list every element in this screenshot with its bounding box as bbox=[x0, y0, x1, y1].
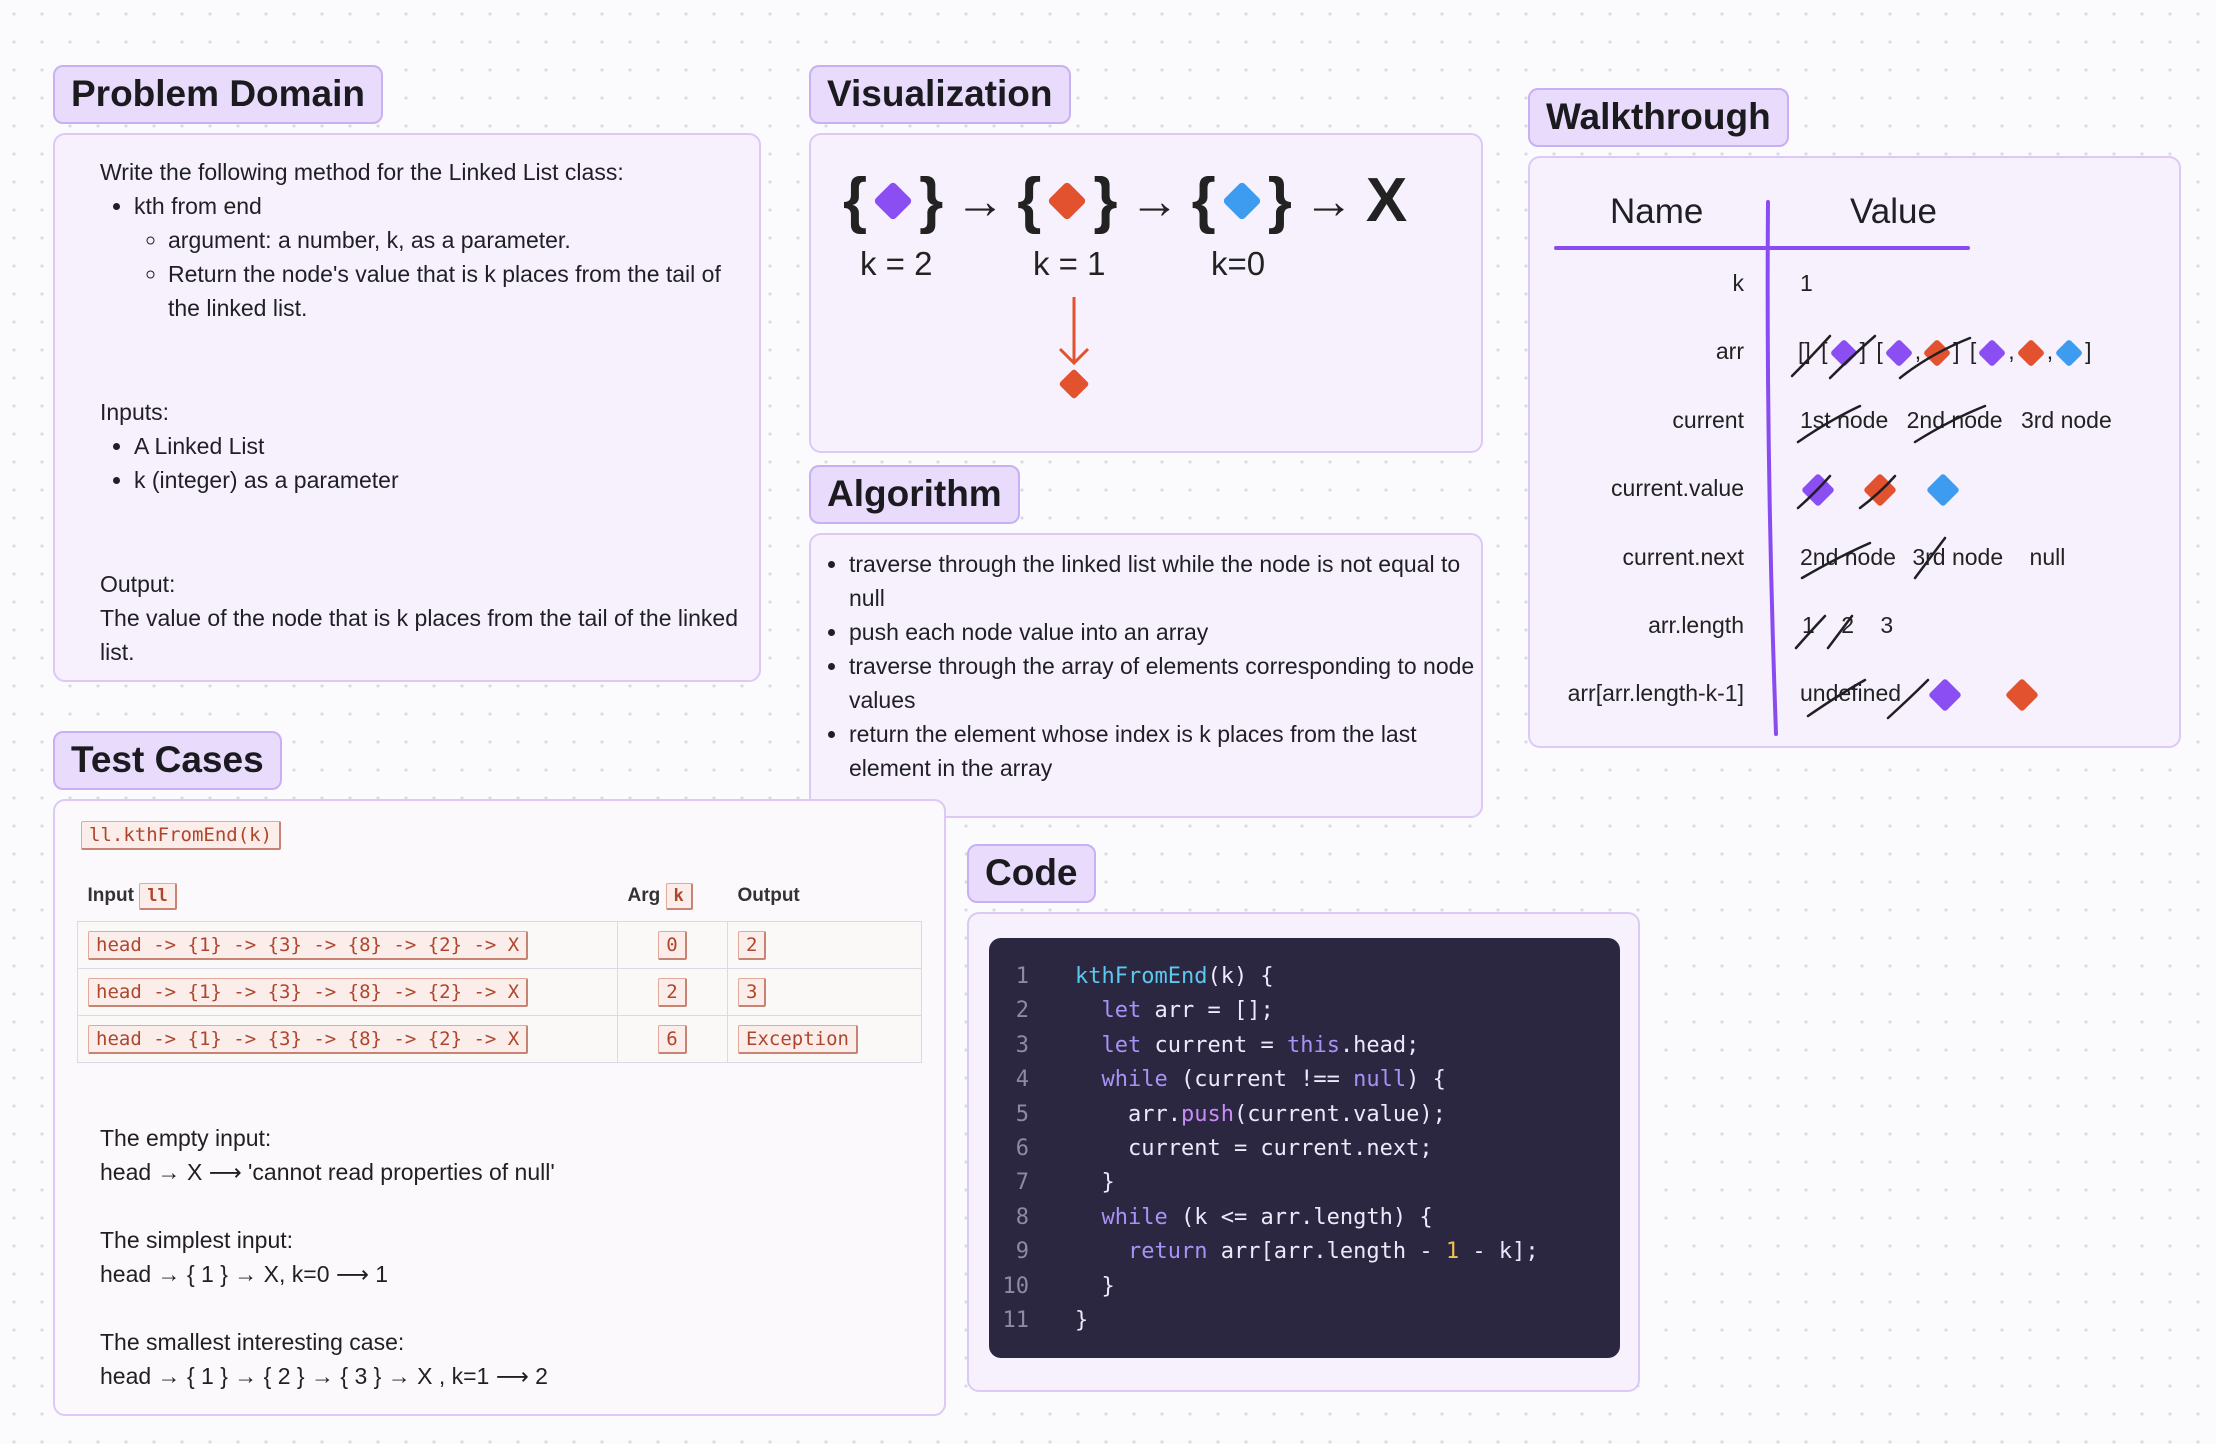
output-header: Output bbox=[737, 885, 800, 906]
down-arrow-icon bbox=[1058, 297, 1090, 399]
inputs-label: Inputs: bbox=[100, 399, 170, 425]
right-brace: } bbox=[919, 166, 944, 235]
row-label-current: current bbox=[1672, 407, 1744, 433]
algorithm-title: Algorithm bbox=[809, 465, 1020, 524]
arg-cell: 2 bbox=[658, 977, 687, 1007]
algorithm-step: push each node value into an array bbox=[849, 615, 1489, 649]
row-label-arr-length: arr.length bbox=[1648, 612, 1744, 638]
test-cases-table: Input ll Arg k Output head -> {1} -> {3}… bbox=[77, 871, 922, 1063]
value-arr: [] [] [,] [,,] bbox=[1798, 338, 2091, 368]
table-row: head -> {1} -> {3} -> {8} -> {2} -> X 2 … bbox=[77, 968, 922, 1016]
row-label-arr: arr bbox=[1715, 338, 1744, 364]
visualization-title: Visualization bbox=[809, 65, 1071, 124]
algorithm-step: traverse through the linked list while t… bbox=[849, 547, 1489, 615]
table-row: head -> {1} -> {3} -> {8} -> {2} -> X 0 … bbox=[77, 921, 922, 969]
k-label: k = 1 bbox=[1033, 245, 1106, 282]
red-diamond-icon bbox=[1059, 369, 1089, 399]
k-label: k = 2 bbox=[860, 245, 933, 282]
left-brace: { bbox=[843, 166, 868, 235]
algorithm-step: traverse through the array of elements c… bbox=[849, 649, 1489, 717]
simplest-input-label: The simplest input: bbox=[100, 1227, 294, 1253]
input-cell: head -> {1} -> {3} -> {8} -> {2} -> X bbox=[88, 930, 529, 960]
value-k: 1 bbox=[1800, 270, 1813, 296]
right-brace: } bbox=[1267, 166, 1292, 235]
col-name-header: Name bbox=[1610, 192, 1704, 231]
walkthrough-panel: Name Value k arr current current.value c… bbox=[1528, 156, 2181, 748]
left-brace: { bbox=[1191, 166, 1216, 235]
empty-input-label: The empty input: bbox=[100, 1125, 272, 1151]
right-brace: } bbox=[1093, 166, 1118, 235]
empty-input-case: head → X ⟶ 'cannot read properties of nu… bbox=[100, 1159, 555, 1185]
test-cases-panel: ll.kthFromEnd(k) Input ll Arg k Output h… bbox=[53, 799, 946, 1416]
arrow-icon: → bbox=[1129, 172, 1180, 229]
output-description: The value of the node that is k places f… bbox=[100, 605, 738, 665]
arg-cell: 0 bbox=[658, 930, 687, 960]
arr-state-one: [] bbox=[1821, 338, 1866, 368]
left-brace: { bbox=[1017, 166, 1042, 235]
visualization-panel: { } → { } → { } → X k = 2 k = 1 k=0 bbox=[809, 133, 1483, 453]
input-cell: head -> {1} -> {3} -> {8} -> {2} -> X bbox=[88, 1024, 529, 1054]
col-value-header: Value bbox=[1850, 192, 1937, 231]
arrow-icon: → bbox=[1303, 172, 1354, 229]
code-title: Code bbox=[967, 844, 1096, 903]
method-name: kth from end bbox=[134, 189, 740, 223]
value-current-next: 2nd node 3rd node null bbox=[1800, 544, 2066, 570]
table-lines bbox=[1554, 200, 1970, 736]
detail-return: Return the node's value that is k places… bbox=[168, 257, 740, 325]
problem-domain-panel: Write the following method for the Linke… bbox=[53, 133, 761, 682]
value-arr-kth: undefined bbox=[1800, 677, 2040, 712]
algorithm-panel: traverse through the linked list while t… bbox=[809, 533, 1483, 818]
arr-state-two: [,] bbox=[1876, 338, 1960, 368]
detail-argument: argument: a number, k, as a parameter. bbox=[168, 223, 740, 257]
test-cases-title: Test Cases bbox=[53, 731, 282, 790]
row-label-current-next: current.next bbox=[1622, 544, 1744, 570]
null-terminator: X bbox=[1365, 166, 1408, 235]
k-label: k=0 bbox=[1211, 245, 1266, 282]
input-item: A Linked List bbox=[134, 429, 740, 463]
method-call-chip: ll.kthFromEnd(k) bbox=[81, 821, 282, 850]
problem-domain-title: Problem Domain bbox=[53, 65, 383, 124]
red-diamond-icon bbox=[1047, 180, 1088, 221]
algorithm-step: return the element whose index is k plac… bbox=[849, 717, 1489, 785]
output-cell: 3 bbox=[738, 977, 767, 1007]
row-label-k: k bbox=[1732, 270, 1745, 296]
problem-intro: Write the following method for the Linke… bbox=[100, 159, 624, 185]
simplest-input-case: head → { 1 } → X, k=0 ⟶ 1 bbox=[100, 1261, 389, 1287]
input-header: Input ll bbox=[78, 871, 618, 922]
output-cell: Exception bbox=[738, 1024, 858, 1054]
linked-list-diagram: { } → { } → { } → X bbox=[843, 165, 1407, 236]
output-cell: 2 bbox=[738, 930, 767, 960]
arr-state-empty: [] bbox=[1798, 338, 1811, 364]
arg-cell: 6 bbox=[658, 1024, 687, 1054]
row-label-arr-kth: arr[arr.length-k-1] bbox=[1567, 680, 1744, 706]
arg-header: Arg k bbox=[618, 871, 728, 922]
purple-diamond-icon bbox=[873, 180, 913, 221]
arrow-icon: → bbox=[955, 172, 1006, 229]
interesting-case-label: The smallest interesting case: bbox=[100, 1329, 405, 1355]
table-row: head -> {1} -> {3} -> {8} -> {2} -> X 6 … bbox=[77, 1015, 922, 1063]
row-label-current-value: current.value bbox=[1611, 475, 1744, 501]
walkthrough-title: Walkthrough bbox=[1528, 88, 1789, 147]
input-cell: head -> {1} -> {3} -> {8} -> {2} -> X bbox=[88, 977, 529, 1007]
strike-marks bbox=[1790, 334, 1987, 720]
blue-diamond-icon bbox=[1221, 180, 1262, 221]
input-item: k (integer) as a parameter bbox=[134, 463, 740, 497]
arr-state-three: [,,] bbox=[1970, 338, 2091, 368]
interesting-case: head → { 1 } → { 2 } → { 3 } → X , k=1 ⟶… bbox=[100, 1363, 548, 1389]
output-label: Output: bbox=[100, 571, 176, 597]
